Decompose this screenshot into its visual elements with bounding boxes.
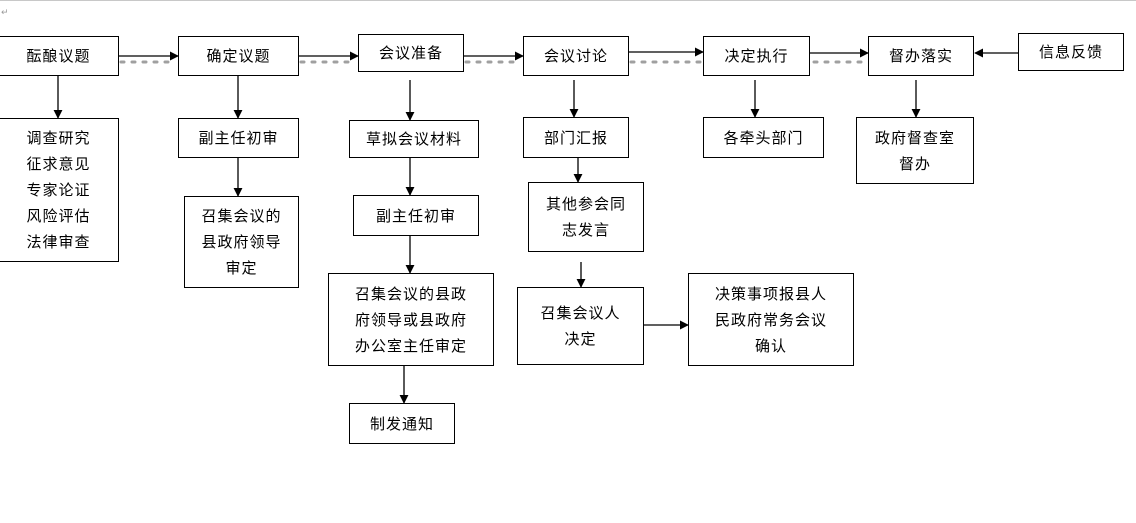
node-deputy-review-2-label: 副主任初审 xyxy=(375,206,456,225)
node-gov-office-line-2: 督办 xyxy=(898,154,931,173)
node-brew-topic-label: 酝酿议题 xyxy=(26,47,91,65)
node-info-feedback-label: 信息反馈 xyxy=(1038,43,1103,61)
node-gov-supervision-office: 政府督查室 督办 xyxy=(856,117,974,184)
node-brew-topic: 酝酿议题 xyxy=(0,36,119,76)
node-draft-materials: 草拟会议材料 xyxy=(349,120,479,158)
node-research-line-4: 风险评估 xyxy=(26,207,91,225)
node-meeting-discussion: 会议讨论 xyxy=(523,36,629,76)
node-others-speak-line-1: 其他参会同 xyxy=(545,195,626,213)
node-confirm-topic-label: 确定议题 xyxy=(206,47,271,65)
node-convene-leader-line-3: 审定 xyxy=(225,259,258,277)
node-convene-director-line-3: 办公室主任审定 xyxy=(354,336,467,355)
node-decision-report-line-1: 决策事项报县人 xyxy=(714,284,827,303)
node-convene-director-line-1: 召集会议的县政 xyxy=(354,284,467,303)
node-convener-decide-line-2: 决定 xyxy=(564,330,597,348)
node-dept-report: 部门汇报 xyxy=(523,117,629,158)
node-dept-report-label: 部门汇报 xyxy=(543,128,608,147)
node-draft-materials-label: 草拟会议材料 xyxy=(365,130,462,148)
node-convene-leader-review: 召集会议的 县政府领导 审定 xyxy=(184,196,299,288)
node-confirm-topic: 确定议题 xyxy=(178,36,299,76)
node-info-feedback: 信息反馈 xyxy=(1018,33,1124,71)
node-research-line-5: 法律审查 xyxy=(26,233,91,251)
node-execute-decision-label: 决定执行 xyxy=(724,47,789,65)
node-issue-notice: 制发通知 xyxy=(349,403,455,444)
node-others-speak-line-2: 志发言 xyxy=(561,221,610,239)
page-top-rule xyxy=(0,0,1136,1)
node-decision-report: 决策事项报县人 民政府常务会议 确认 xyxy=(688,273,854,366)
node-lead-departments: 各牵头部门 xyxy=(703,117,824,158)
node-deputy-review-1-label: 副主任初审 xyxy=(198,129,279,147)
node-convene-leader-or-director: 召集会议的县政 府领导或县政府 办公室主任审定 xyxy=(328,273,494,366)
node-convene-director-line-2: 府领导或县政府 xyxy=(354,310,467,329)
node-research-line-1: 调查研究 xyxy=(26,129,91,147)
node-convener-decide-line-1: 召集会议人 xyxy=(540,304,621,322)
node-convene-leader-line-1: 召集会议的 xyxy=(201,207,282,225)
node-execute-decision: 决定执行 xyxy=(703,36,810,76)
node-research-list: 调查研究 征求意见 专家论证 风险评估 法律审查 xyxy=(0,118,119,262)
node-meeting-prep: 会议准备 xyxy=(358,34,464,72)
node-convener-decide: 召集会议人 决定 xyxy=(517,287,644,365)
node-deputy-review-2: 副主任初审 xyxy=(353,195,479,236)
node-supervise-implement-label: 督办落实 xyxy=(888,47,953,65)
node-meeting-prep-label: 会议准备 xyxy=(378,44,443,62)
paragraph-mark-icon: ↵ xyxy=(1,8,9,18)
node-meeting-discussion-label: 会议讨论 xyxy=(543,47,608,65)
node-deputy-review-1: 副主任初审 xyxy=(178,118,299,158)
node-convene-leader-line-2: 县政府领导 xyxy=(201,233,282,251)
node-decision-report-line-2: 民政府常务会议 xyxy=(714,310,827,329)
node-research-line-2: 征求意见 xyxy=(26,155,91,173)
node-issue-notice-label: 制发通知 xyxy=(369,414,434,433)
node-gov-office-line-1: 政府督查室 xyxy=(874,128,955,147)
node-others-speak: 其他参会同 志发言 xyxy=(528,182,644,252)
node-decision-report-line-3: 确认 xyxy=(754,336,787,355)
node-supervise-implement: 督办落实 xyxy=(868,36,974,76)
node-lead-departments-label: 各牵头部门 xyxy=(723,128,804,147)
node-research-line-3: 专家论证 xyxy=(26,181,91,199)
